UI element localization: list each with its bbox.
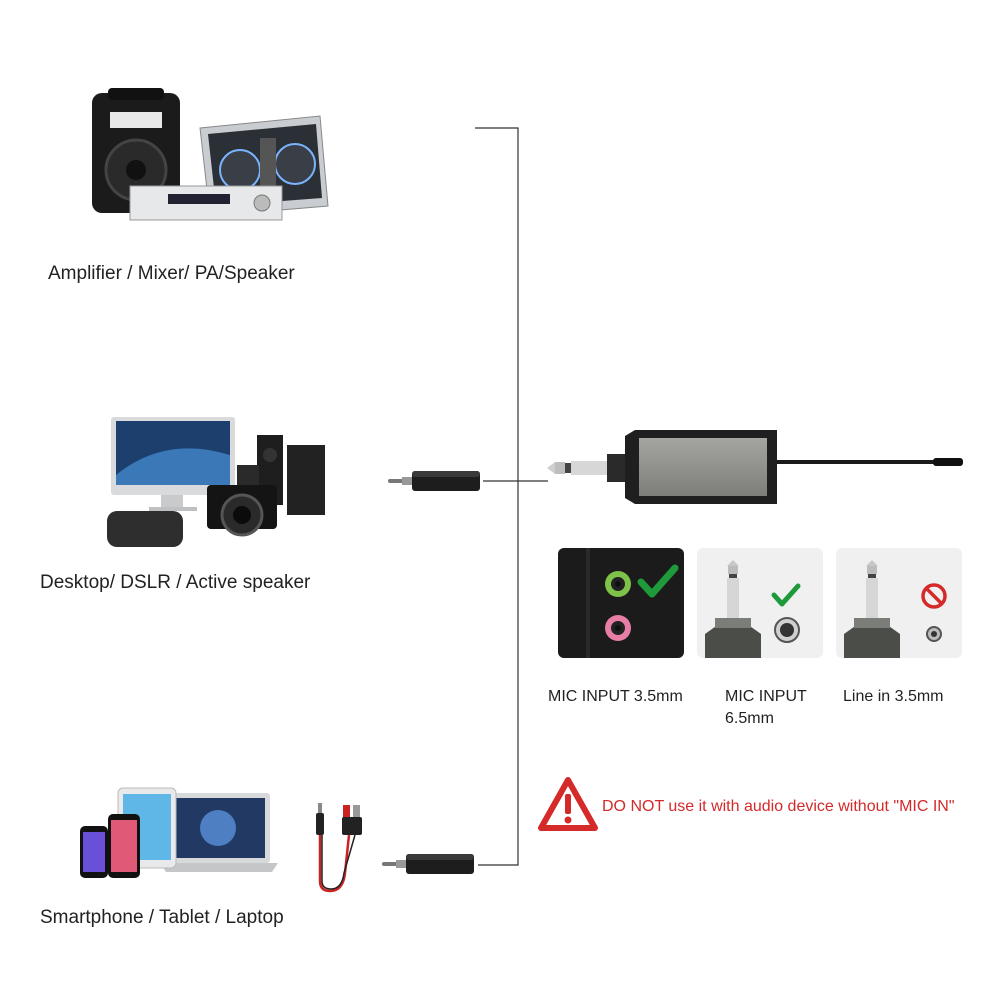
smartphone-tablet-laptop-label: Smartphone / Tablet / Laptop [40, 907, 284, 928]
mic-input-3-5mm-label: MIC INPUT 3.5mm [548, 688, 683, 705]
mic-input-3-5mm-panel [558, 548, 684, 658]
check-icon [637, 564, 679, 598]
mic-input-6-5mm-label: MIC INPUT 6.5mm [725, 686, 807, 730]
adapter-plug-bottom [382, 851, 477, 877]
line-in-3-5mm-panel [836, 548, 962, 658]
mic-input-6-5mm-panel [697, 548, 823, 658]
desktop-dslr-image [105, 415, 340, 550]
adapter-plug-middle [388, 468, 483, 494]
smartphone-tablet-laptop-image [78, 787, 278, 888]
wireless-receiver-image [545, 428, 970, 508]
y-splitter-cable [315, 803, 370, 895]
warning-text: DO NOT use it with audio device without … [602, 798, 955, 815]
amplifier-mixer-image [90, 88, 330, 233]
desktop-dslr-label: Desktop/ DSLR / Active speaker [40, 572, 311, 593]
line-in-3-5mm-label: Line in 3.5mm [843, 688, 944, 705]
amplifier-mixer-label: Amplifier / Mixer/ PA/Speaker [48, 263, 295, 284]
mic-input-6-5mm-label-line2: 6.5mm [725, 710, 774, 727]
warning-icon [538, 777, 598, 831]
no-entry-icon [921, 583, 947, 609]
mic-input-6-5mm-label-line1: MIC INPUT [725, 688, 807, 705]
check-icon [771, 583, 801, 607]
